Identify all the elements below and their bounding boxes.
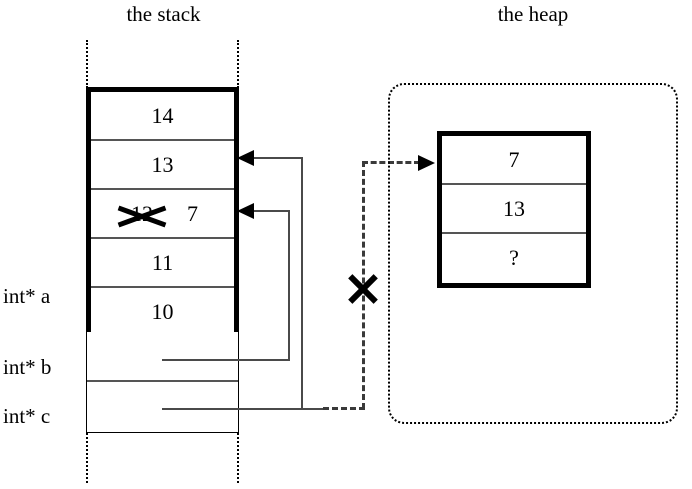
stack-dotted-edge-top-left	[86, 40, 88, 88]
heap-cell: 13	[442, 185, 586, 234]
stack-title: the stack	[126, 2, 201, 26]
heap-cell: ?	[442, 234, 586, 283]
stack-cell: 13	[91, 141, 234, 190]
variable-label-a: int* a	[3, 284, 51, 308]
heap-cell: 7	[442, 136, 586, 185]
pointer-second-arrowhead	[237, 150, 254, 166]
stack-dotted-edge-bottom-right	[237, 433, 239, 483]
stack-local-cell-c	[87, 382, 238, 432]
struck-old-value: 12	[127, 190, 157, 237]
stack-frame-box: 14 13 12 7 11 10	[86, 87, 239, 337]
stack-cell: 11	[91, 239, 234, 288]
pointer-second-segment-h	[253, 157, 303, 159]
heap-region-boundary	[388, 83, 678, 424]
pointer-b-arrowhead	[237, 203, 254, 219]
variable-label-b: int* b	[3, 355, 52, 379]
pointer-second-segment-v	[301, 157, 303, 409]
stack-local-cell-b	[87, 332, 238, 382]
dangling-pointer-segment-h1	[323, 407, 365, 410]
stack-locals-box	[86, 332, 239, 433]
stack-cell-modified: 12 7	[91, 190, 234, 239]
dangling-pointer-segment-h2	[362, 161, 420, 164]
pointer-c-segment-h1	[162, 408, 325, 410]
new-value: 7	[187, 201, 198, 226]
variable-label-c: int* c	[3, 404, 51, 428]
stack-dotted-edge-bottom-left	[86, 433, 88, 483]
stack-cell: 14	[91, 92, 234, 141]
heap-title: the heap	[497, 2, 569, 26]
stack-dotted-edge-top-right	[237, 40, 239, 88]
pointer-b-segment-v	[288, 210, 290, 361]
stack-cell: 10	[91, 288, 234, 337]
heap-block-box: 7 13 ?	[437, 131, 591, 288]
invalid-pointer-x-icon	[345, 270, 381, 306]
dangling-pointer-arrowhead	[418, 155, 435, 171]
pointer-b-segment-h1	[162, 359, 290, 361]
pointer-b-segment-h2	[253, 210, 290, 212]
